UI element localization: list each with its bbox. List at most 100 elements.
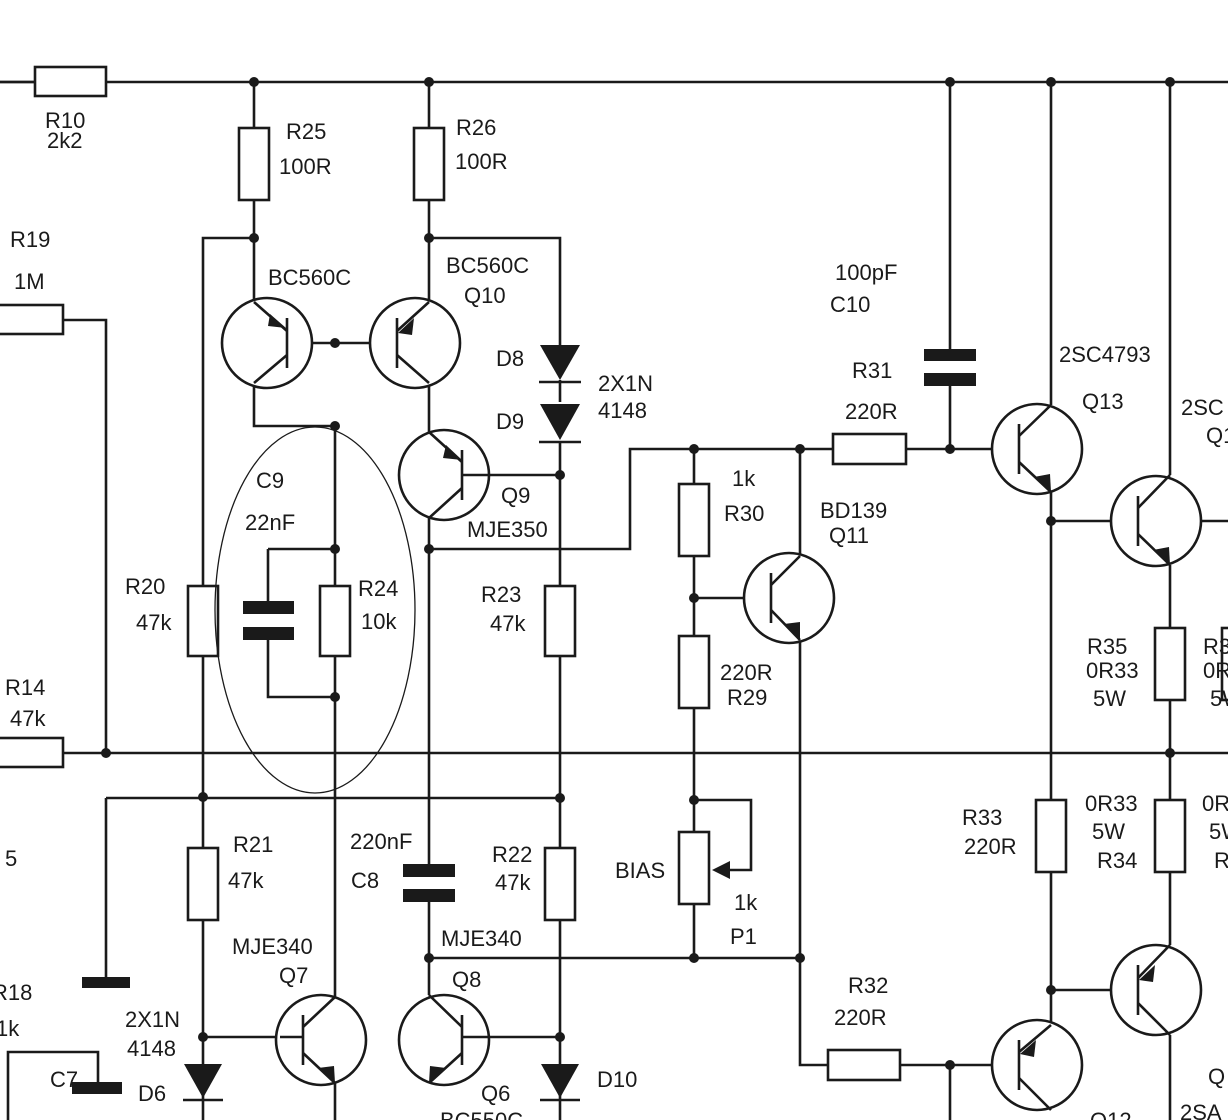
p1-body: [677, 830, 711, 906]
q-right-bottom: [1109, 943, 1203, 1037]
c9-highlight-ellipse: [214, 426, 416, 794]
r25-body: [237, 126, 271, 202]
r29-value: 220R: [720, 660, 773, 685]
q9-ref: Q9: [501, 483, 530, 508]
r35-rating: 5W: [1093, 686, 1126, 711]
r34-rating: 5W: [1092, 819, 1125, 844]
r20-value: 47k: [136, 610, 172, 635]
r20-body: [186, 584, 220, 658]
r24-body: [318, 584, 352, 658]
q10-type: BC560C: [446, 253, 529, 278]
r29-body: [677, 634, 711, 710]
d6-ref: D6: [138, 1081, 166, 1106]
r-right-bottom-value: 0R: [1202, 791, 1228, 816]
r-right-top-rating: 5W: [1210, 686, 1228, 711]
wires: [0, 80, 1228, 1120]
q10-bc560c: [368, 296, 462, 390]
r31-body: [831, 432, 908, 466]
d6-diode: [184, 1064, 222, 1098]
c9-plate-bottom: [243, 627, 294, 640]
d9-ref: D9: [496, 409, 524, 434]
c8-plate-top: [403, 864, 455, 877]
q-right-bottom-type: 2SA: [1180, 1100, 1222, 1120]
p1-wiper-arrow: [712, 861, 730, 879]
r35-body: [1153, 626, 1187, 702]
r19-ref: R19: [10, 227, 50, 252]
r19-value: 1M: [14, 269, 45, 294]
d8-d9-type2: 4148: [598, 398, 647, 423]
r32-ref: R32: [848, 973, 888, 998]
r-right-bottom-rating: 5W: [1209, 819, 1228, 844]
r10-value: 2k2: [47, 128, 82, 153]
r22-ref: R22: [492, 842, 532, 867]
r33-ref: R33: [962, 805, 1002, 830]
p1-value: 1k: [734, 890, 758, 915]
d10-ref: D10: [597, 1067, 637, 1092]
c8-value: 220nF: [350, 829, 412, 854]
q11-type: BD139: [820, 498, 887, 523]
q10-ref: Q10: [464, 283, 506, 308]
r10-body: [33, 65, 108, 98]
q7-mje340: [274, 993, 368, 1087]
r21-ref: R21: [233, 832, 273, 857]
c10-plate-bottom: [924, 373, 976, 386]
r10-ref: R10: [45, 108, 85, 133]
q7-ref: Q7: [279, 963, 308, 988]
junctions: [101, 77, 1175, 1070]
r34-value: 0R33: [1085, 791, 1138, 816]
d10-diode: [541, 1064, 579, 1098]
q-left-bc560c: [220, 296, 314, 390]
r31-value: 220R: [845, 399, 898, 424]
r21-body: [186, 846, 220, 922]
q11-ref: Q11: [829, 523, 869, 548]
diodes: [183, 345, 581, 1102]
r26-ref: R26: [456, 115, 496, 140]
r34-ref: R34: [1097, 848, 1137, 873]
r33-value: 220R: [964, 834, 1017, 859]
q9-type: MJE350: [467, 517, 548, 542]
r20-ref: R20: [125, 574, 165, 599]
c7-ref: C7: [50, 1067, 78, 1092]
r22-body: [543, 846, 577, 922]
r24-value: 10k: [361, 609, 397, 634]
r23-body: [543, 584, 577, 658]
d9-diode: [540, 404, 580, 440]
r36-body-cut: [1220, 626, 1228, 702]
r18-ref: R18: [0, 980, 32, 1005]
c9-value: 22nF: [245, 510, 295, 535]
q-right-top-type: 2SC: [1181, 395, 1224, 420]
q6-ref: Q6: [481, 1081, 510, 1106]
d8-diode: [540, 345, 580, 380]
r25-value: 100R: [279, 154, 332, 179]
q6-type: BC550C: [440, 1108, 523, 1120]
r18-value: 1k: [0, 1016, 20, 1041]
c7-plate: [72, 1082, 122, 1094]
q13-ref: Q13: [1082, 389, 1124, 414]
q12: [990, 1018, 1084, 1112]
r14-ref: R14: [5, 675, 45, 700]
c10-ref: C10: [830, 292, 870, 317]
p1-ref: P1: [730, 924, 757, 949]
r30-ref: R30: [724, 501, 764, 526]
c8-ref: C8: [351, 868, 379, 893]
d8-ref: D8: [496, 346, 524, 371]
q-right-top: [1109, 474, 1203, 568]
q-right-bottom-ref: Q: [1208, 1064, 1225, 1089]
r-right-top-ref: R3: [1203, 634, 1228, 659]
q-right-top-ref: Q1: [1206, 423, 1228, 448]
c9-ref: C9: [256, 468, 284, 493]
q12-ref: Q12: [1090, 1108, 1132, 1120]
q13-2sc4793: [990, 402, 1084, 496]
r32-body: [826, 1048, 902, 1082]
q8-ref: Q8: [452, 967, 481, 992]
r29-ref: R29: [727, 685, 767, 710]
left-digit: 5: [5, 846, 17, 871]
r-right-top-value: 0R: [1203, 658, 1228, 683]
r26-value: 100R: [455, 149, 508, 174]
capacitors: [72, 349, 976, 1094]
r26-body: [412, 126, 446, 202]
r32-value: 220R: [834, 1005, 887, 1030]
r23-value: 47k: [490, 611, 526, 636]
q8-q6: [397, 993, 560, 1087]
